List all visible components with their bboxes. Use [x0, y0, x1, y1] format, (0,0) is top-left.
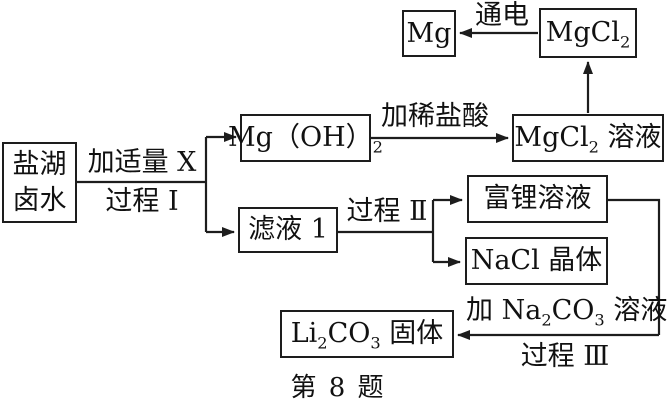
node-li2co3-solid: Li2CO3 固体	[280, 310, 454, 358]
filtrate1-label: 滤液 1	[248, 214, 328, 246]
lithium-rich-label: 富锂溶液	[483, 183, 592, 215]
label-add-amount-x: 加适量 X	[87, 147, 197, 178]
node-mgoh2: Mg（OH）2	[228, 114, 383, 162]
nacl-crystal-label: NaCl 晶体	[470, 245, 603, 277]
mgcl2-label: MgCl2	[545, 17, 631, 52]
mgcl2-solution-label: MgCl2 溶液	[514, 122, 662, 157]
li2co3-label: Li2CO3 固体	[290, 318, 444, 353]
mgoh2-label: Mg（OH）2	[228, 122, 383, 157]
node-mgcl2-solution: MgCl2 溶液	[512, 114, 664, 162]
node-nacl-crystal: NaCl 晶体	[465, 237, 608, 285]
label-process-1: 过程 Ⅰ	[105, 186, 179, 217]
figure-caption: 第 8 题	[290, 373, 386, 403]
node-lithium-rich-solution: 富锂溶液	[467, 175, 608, 223]
mg-label: Mg	[406, 17, 452, 49]
brine-label-line2: 卤水	[12, 184, 67, 216]
label-process-2: 过程 Ⅱ	[346, 196, 428, 227]
brine-label-line1: 盐湖	[12, 148, 67, 180]
label-electrolysis: 通电	[475, 0, 529, 31]
node-mgcl2: MgCl2	[539, 8, 637, 58]
node-mg: Mg	[402, 10, 456, 57]
label-process-3: 过程 Ⅲ	[520, 341, 610, 372]
label-add-na2co3-solution: 加 Na2CO3 溶液	[466, 295, 668, 330]
node-salt-lake-brine: 盐湖 卤水	[2, 142, 77, 223]
label-add-dilute-hcl: 加稀盐酸	[381, 101, 489, 132]
node-filtrate1: 滤液 1	[238, 207, 338, 253]
line-lithium-rich-down-right	[608, 198, 661, 335]
